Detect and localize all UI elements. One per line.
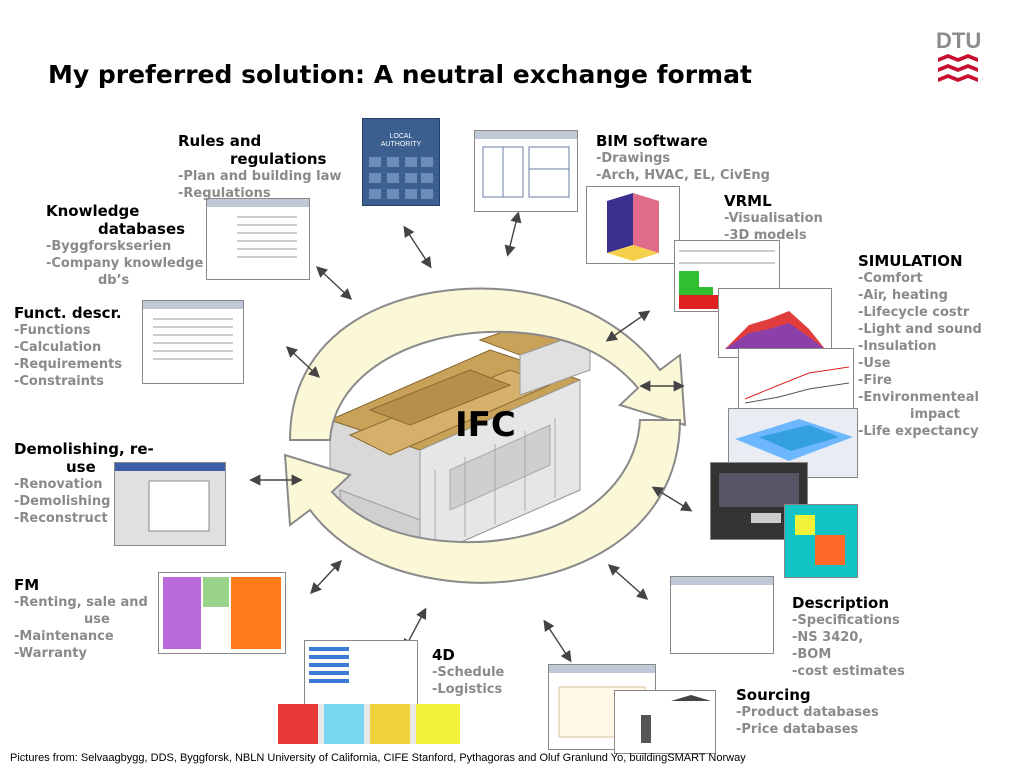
- funct-item: -Functions: [14, 323, 91, 338]
- dtu-logo: DTU: [936, 28, 982, 88]
- vrml-item: -3D models: [724, 228, 807, 243]
- page-title: My preferred solution: A neutral exchang…: [48, 60, 752, 89]
- arrow-description: [607, 564, 649, 600]
- simulation-heatmap-image: [784, 504, 858, 578]
- description-spec-screenshot: [670, 576, 774, 654]
- fm-section: FM -Renting, sale and use -Maintenance -…: [14, 576, 148, 662]
- vrml-section: VRML -Visualisation -3D models: [724, 192, 823, 244]
- simulation-item: -Air, heating: [858, 288, 948, 303]
- functional-description-document: [142, 300, 244, 384]
- simulation-item: -Fire: [858, 373, 892, 388]
- 4d-item: -Schedule: [432, 665, 505, 680]
- simulation-item: -Comfort: [858, 271, 923, 286]
- fm-title: FM: [14, 576, 40, 594]
- rules-item: -Regulations: [178, 186, 271, 201]
- sourcing-product-image: [614, 690, 716, 754]
- simulation-line-chart-image: [738, 348, 854, 412]
- rules-section: Rules and regulations -Plan and building…: [178, 132, 341, 202]
- bim-item: -Drawings: [596, 151, 671, 166]
- bim-item: -Arch, HVAC, EL, CivEng: [596, 168, 770, 183]
- bim-software-screenshot: [474, 130, 578, 212]
- dtu-logo-icon: [938, 54, 978, 82]
- funct-item: -Requirements: [14, 357, 123, 372]
- demolishing-item: -Reconstruct: [14, 511, 108, 526]
- description-item: -NS 3420,: [792, 630, 864, 645]
- arrow-sourcing: [543, 619, 572, 663]
- demolishing-title-1: Demolishing, re-: [14, 440, 154, 458]
- local-authority-line2: AUTHORITY: [380, 141, 422, 148]
- demolishing-item: -Demolishing: [14, 494, 111, 509]
- simulation-item: -Environmenteal: [858, 390, 979, 405]
- knowledge-item: db’s: [98, 273, 130, 288]
- vrml-item: -Visualisation: [724, 211, 823, 226]
- arrow-funct: [285, 346, 321, 378]
- dtu-logo-text: DTU: [936, 28, 982, 53]
- arrow-fm: [310, 559, 342, 595]
- vrml-title: VRML: [724, 192, 772, 210]
- sourcing-item: -Product databases: [736, 705, 879, 720]
- rules-title-2: regulations: [230, 150, 327, 168]
- simulation-item: impact: [910, 407, 961, 422]
- arrow-bim: [504, 211, 522, 257]
- bim-title: BIM software: [596, 132, 708, 150]
- rules-item: -Plan and building law: [178, 169, 342, 184]
- local-authority-line1: LOCAL: [389, 133, 413, 140]
- rules-title-1: Rules and: [178, 132, 262, 150]
- ifc-label: IFC: [455, 405, 516, 445]
- ifc-cycle-diagram: [283, 287, 687, 584]
- arrow-sim2: [651, 486, 693, 512]
- sourcing-title: Sourcing: [736, 686, 811, 704]
- knowledge-item: -Byggforskserien: [46, 239, 172, 254]
- 4d-title: 4D: [432, 646, 455, 664]
- fm-item: -Renting, sale and: [14, 595, 148, 610]
- cycle-arrow-top: [288, 287, 687, 441]
- description-item: -Specifications: [792, 613, 900, 628]
- simulation-item: -Lifecycle costr: [858, 305, 970, 320]
- knowledge-item: -Company knowledge: [46, 256, 204, 271]
- fm-item: use: [84, 612, 110, 627]
- 4d-item: -Logistics: [432, 682, 503, 697]
- arrow-knowledge: [315, 266, 353, 300]
- demolishing-screenshot: [114, 462, 226, 546]
- funct-title: Funct. descr.: [14, 304, 122, 322]
- description-item: -cost estimates: [792, 664, 905, 679]
- funct-item: -Calculation: [14, 340, 102, 355]
- 4d-model-strip-image: [278, 704, 460, 744]
- demolishing-item: -Renovation: [14, 477, 103, 492]
- bim-section: BIM software -Drawings -Arch, HVAC, EL, …: [596, 132, 770, 184]
- fm-floorplan-image: [158, 572, 286, 654]
- simulation-title: SIMULATION: [858, 252, 963, 270]
- demolishing-title-2: use: [66, 458, 96, 476]
- simulation-item: -Life expectancy: [858, 424, 979, 439]
- 4d-section: 4D -Schedule -Logistics: [432, 646, 504, 698]
- local-authority-image: LOCAL AUTHORITY: [362, 118, 440, 206]
- regulations-document-image: [206, 198, 310, 280]
- knowledge-section: Knowledge databases -Byggforskserien -Co…: [46, 202, 203, 289]
- arrow-rules: [403, 225, 432, 269]
- simulation-item: -Use: [858, 356, 891, 371]
- knowledge-title-1: Knowledge: [46, 202, 140, 220]
- fm-item: -Maintenance: [14, 629, 114, 644]
- description-section: Description -Specifications -NS 3420, -B…: [792, 594, 905, 680]
- simulation-area-chart-image: [718, 288, 832, 358]
- schedule-gantt-image: [304, 640, 418, 712]
- sourcing-section: Sourcing -Product databases -Price datab…: [736, 686, 879, 738]
- cycle-arrow-bottom: [283, 419, 682, 584]
- description-title: Description: [792, 594, 890, 612]
- arrow-vrml: [605, 310, 651, 342]
- simulation-item: -Insulation: [858, 339, 937, 354]
- fm-item: -Warranty: [14, 646, 87, 661]
- simulation-section: SIMULATION -Comfort -Air, heating -Lifec…: [858, 252, 982, 440]
- description-item: -BOM: [792, 647, 832, 662]
- picture-credits: Pictures from: Selvaagbygg, DDS, Byggfor…: [10, 752, 746, 764]
- funct-section: Funct. descr. -Functions -Calculation -R…: [14, 304, 122, 390]
- funct-item: -Constraints: [14, 374, 104, 389]
- demolishing-section: Demolishing, re- use -Renovation -Demoli…: [14, 440, 154, 527]
- sourcing-item: -Price databases: [736, 722, 859, 737]
- vrml-3d-model-image: [586, 186, 680, 264]
- knowledge-title-2: databases: [98, 220, 186, 238]
- simulation-item: -Light and sound: [858, 322, 982, 337]
